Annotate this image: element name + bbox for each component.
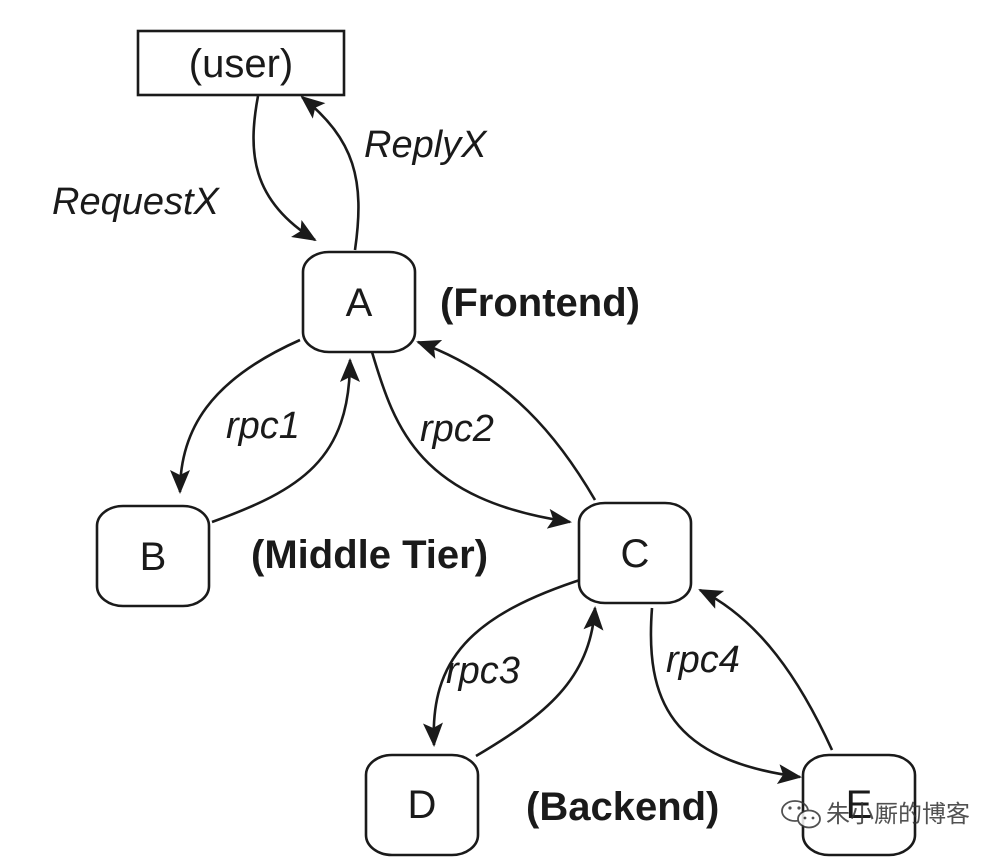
node-c: C — [577, 501, 693, 605]
node-a: A — [301, 250, 417, 354]
node-b: B — [95, 504, 211, 608]
rpc2-label: rpc2 — [420, 408, 494, 450]
reply-label: ReplyX — [364, 124, 488, 166]
rpc1-call-edge — [170, 338, 301, 494]
rpc4-reply-edge — [698, 588, 834, 751]
rpc3-call-edge — [422, 576, 587, 747]
request-label: RequestX — [52, 181, 221, 223]
rpc3-reply-edge — [475, 606, 604, 758]
request-edge — [252, 95, 317, 242]
node-d-label: D — [408, 783, 437, 827]
frontend-tier-label: (Frontend) — [440, 281, 640, 325]
user-node: (user) — [136, 29, 346, 97]
rpc4-call-edge — [649, 607, 802, 785]
node-d: D — [364, 753, 480, 857]
node-a-label: A — [346, 281, 373, 325]
rpc1-reply-edge — [211, 358, 360, 524]
node-e-label: E — [846, 783, 873, 827]
rpc4-label: rpc4 — [666, 639, 740, 681]
node-c-label: C — [621, 532, 650, 576]
middle-tier-label: (Middle Tier) — [251, 533, 488, 577]
watermark-text: 朱小厮的博客 — [826, 800, 970, 828]
wechat-icon — [781, 800, 821, 829]
rpc1-label: rpc1 — [226, 405, 300, 447]
node-e: E — [801, 753, 917, 857]
node-b-label: B — [140, 535, 167, 579]
backend-tier-label: (Backend) — [526, 785, 719, 829]
user-node-label: (user) — [189, 42, 293, 86]
watermark: 朱小厮的博客 — [781, 800, 970, 829]
rpc3-label: rpc3 — [446, 650, 520, 692]
reply-edge — [300, 95, 360, 251]
rpc2-call-edge — [370, 351, 572, 529]
rpc2-reply-edge — [416, 340, 597, 501]
